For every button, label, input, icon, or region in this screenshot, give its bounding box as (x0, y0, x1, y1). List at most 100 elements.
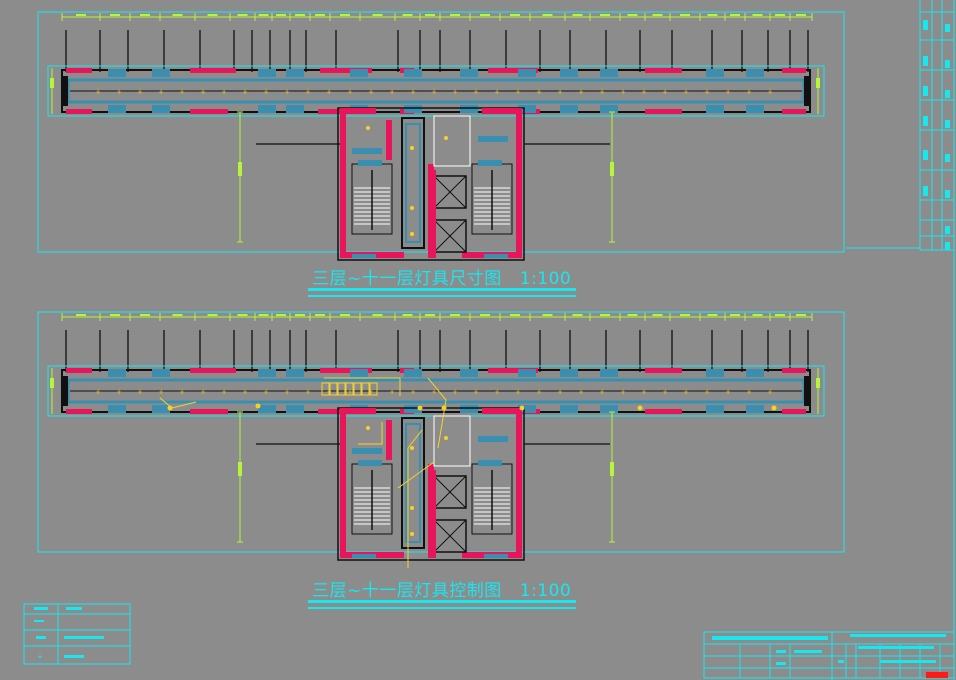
wall-segment (190, 409, 228, 414)
elevator-wall (430, 214, 436, 258)
strip-label-mark (923, 86, 928, 96)
wall-segment (66, 68, 92, 73)
titleblock-stamp (926, 672, 948, 678)
dimension-label-mark (295, 14, 305, 16)
window-block (108, 369, 126, 377)
titleblock-label-mark (776, 650, 786, 653)
legend-label-mark (64, 636, 104, 639)
core-wall (516, 408, 522, 558)
ceiling-light-symbol: + (599, 388, 605, 396)
dimension-label-mark (372, 314, 383, 316)
window-block (286, 69, 304, 77)
dimension-label-mark (752, 314, 763, 316)
window-block (746, 369, 764, 377)
window-block (560, 369, 578, 377)
core-outline (337, 407, 525, 561)
stair-window (478, 160, 502, 166)
switch-symbol (441, 405, 447, 411)
window-block (404, 405, 422, 413)
switch-symbol (417, 405, 423, 411)
core-wall (340, 408, 376, 414)
wall-segment (782, 368, 806, 373)
control-wire (427, 377, 447, 449)
switch-box (337, 382, 346, 396)
legend-symbol (36, 636, 46, 639)
shaft (401, 117, 425, 249)
end-wall (62, 76, 68, 106)
wall-segment (488, 368, 538, 373)
ceiling-light-symbol: + (347, 388, 353, 396)
switch-box (329, 382, 338, 396)
strip-label-mark (945, 120, 950, 128)
ceiling-light-symbol: + (683, 88, 689, 96)
ceiling-light-symbol: + (452, 388, 458, 396)
control-wire (397, 461, 435, 489)
title-block (703, 631, 955, 680)
window-block (560, 69, 578, 77)
ceiling-light-symbol: + (326, 88, 332, 96)
plan-frame (37, 11, 845, 253)
dimension-label-mark (542, 314, 553, 316)
wall-segment (645, 409, 682, 414)
ceiling-light-symbol: + (557, 388, 563, 396)
window-block (350, 369, 368, 377)
window-block (352, 554, 376, 558)
shaft-inner (405, 123, 421, 243)
wall-segment (66, 109, 92, 114)
dimension-label-mark (707, 14, 718, 16)
title-underline (308, 607, 576, 609)
dimension-label-mark (425, 14, 435, 16)
ceiling-light-symbol: + (746, 88, 752, 96)
switch-symbol (255, 403, 261, 409)
wall-segment (782, 109, 806, 114)
window-block (152, 369, 170, 377)
core-wall (340, 408, 346, 558)
window-block (152, 105, 170, 113)
strip-label-mark (945, 60, 950, 68)
legend-frame (23, 603, 131, 665)
titleblock-label-mark (880, 660, 936, 663)
dimension-label-mark (207, 14, 218, 16)
window-block (484, 554, 508, 558)
core-light-symbol (410, 506, 414, 510)
dimension-label-mark (76, 14, 86, 16)
ceiling-light-symbol: + (347, 88, 353, 96)
dimension-label-mark (796, 314, 806, 316)
wall-segment (782, 68, 806, 73)
dimension-label-mark (610, 462, 614, 476)
core-wall (386, 420, 392, 460)
dimension-label-mark (172, 314, 183, 316)
core-light-symbol (444, 136, 448, 140)
dimension-label-mark (652, 314, 663, 316)
wall-segment (190, 368, 236, 373)
dimension-label-mark (730, 314, 740, 316)
wall-segment (66, 409, 92, 414)
ceiling-light-symbol: + (725, 388, 731, 396)
wall-segment (320, 68, 372, 73)
wall-segment (318, 109, 350, 114)
dimension-label-mark (627, 314, 638, 316)
dimension-label-mark (110, 314, 120, 316)
dimension-label-mark (450, 314, 460, 316)
ceiling-light-symbol: + (662, 88, 668, 96)
window-block (350, 69, 368, 77)
ceiling-light-symbol: + (95, 388, 101, 396)
elevator-cross (433, 519, 467, 553)
strip-label-mark (923, 20, 928, 30)
window-block (706, 369, 724, 377)
wall-segment (645, 368, 682, 373)
dimension-label-mark (315, 314, 325, 316)
ceiling-light-symbol: + (494, 88, 500, 96)
titleblock-label-mark (858, 646, 934, 649)
window-block (484, 254, 508, 258)
end-wall (62, 376, 68, 406)
window-block (258, 369, 276, 377)
titleblock-label-mark (850, 634, 946, 637)
core-light-symbol (366, 126, 370, 130)
dimension-label-mark (707, 314, 718, 316)
ceiling-light-symbol: + (158, 388, 164, 396)
stair-window (478, 460, 502, 466)
window-block (286, 369, 304, 377)
ceiling-light-symbol: + (137, 388, 143, 396)
